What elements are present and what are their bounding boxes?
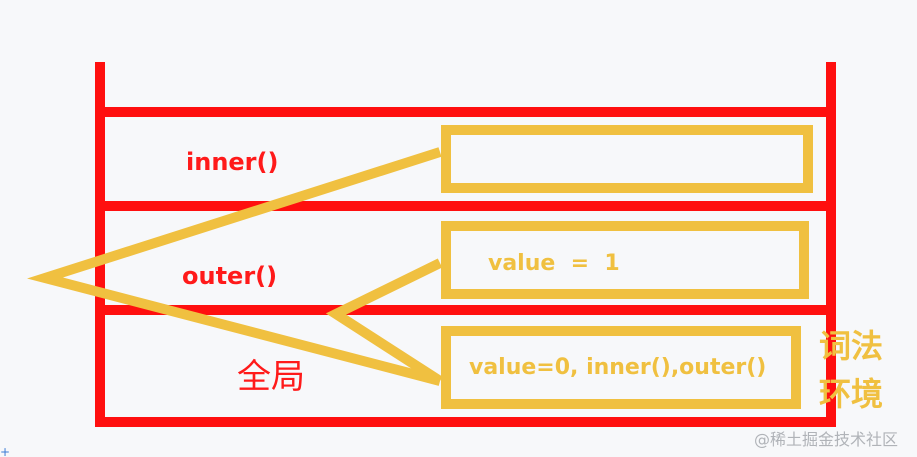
- lexical-environment-label-line1: 词法: [819, 327, 883, 365]
- env-value-global: value=0, inner(),outer(): [469, 355, 766, 380]
- cursor-mark-icon: +: [0, 445, 10, 457]
- env-box-outer: [441, 221, 809, 299]
- frame-label-outer: outer(): [182, 262, 277, 290]
- call-stack: [95, 62, 836, 427]
- env-value-outer: value = 1: [488, 251, 620, 276]
- frame-label-inner: inner(): [186, 148, 278, 176]
- env-box-global: [441, 326, 801, 409]
- env-box-inner: [441, 125, 813, 193]
- frame-label-global: 全局: [237, 357, 305, 397]
- lexical-environment-label-line2: 环境: [819, 375, 883, 413]
- scope-chain-arrow-inner: [27, 147, 442, 386]
- scope-chain-arrow-outer: [325, 258, 443, 386]
- watermark: @稀土掘金技术社区: [754, 430, 898, 449]
